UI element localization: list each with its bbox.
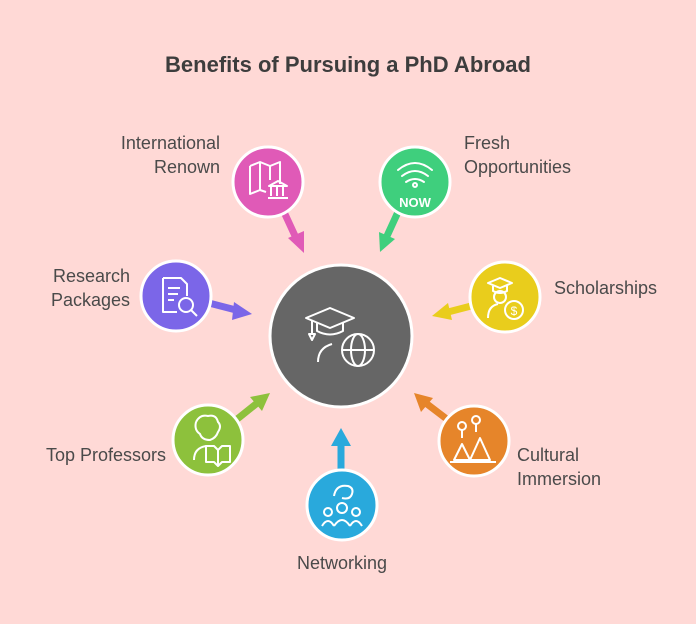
arrows: [201, 208, 479, 474]
arrow-scholarships: [432, 301, 479, 320]
professor-book-icon: [193, 414, 231, 467]
landscape-icon: [450, 415, 496, 463]
people-network-icon: [321, 484, 363, 527]
document-search-icon: [162, 277, 198, 317]
label-cultural-immersion: Cultural Immersion: [517, 445, 602, 489]
node-international-renown: [231, 145, 305, 219]
graduate-globe-icon: [305, 307, 375, 367]
label-top-professors: Top Professors: [45, 445, 166, 465]
arrow-networking: [331, 428, 351, 474]
label-international-renown: International Renown: [120, 133, 220, 177]
label-research-packages: Research Packages: [50, 266, 130, 310]
node-fresh-opportunities: NOW: [378, 145, 452, 219]
svg-text:$: $: [511, 304, 518, 318]
label-networking: Networking: [296, 553, 388, 573]
arrow-top-professors: [232, 393, 270, 424]
arrow-international-renown: [280, 208, 304, 253]
now-badge-icon: [397, 162, 433, 188]
node-top-professors: [171, 403, 245, 477]
now-badge-text: NOW: [399, 195, 432, 210]
node-cultural-immersion: [437, 404, 511, 478]
node-scholarships: $: [468, 260, 542, 334]
label-scholarships: Scholarships: [554, 278, 658, 298]
arrow-fresh-opportunities: [379, 208, 402, 252]
graduate-coin-icon: $: [487, 277, 524, 320]
node-research-packages: [139, 259, 213, 333]
center-node: [268, 263, 414, 409]
node-networking: [305, 468, 379, 542]
diagram-title: Benefits of Pursuing a PhD Abroad: [165, 52, 531, 77]
map-building-icon: [249, 161, 288, 199]
label-fresh-opportunities: Fresh Opportunities: [464, 133, 572, 177]
arrow-cultural-immersion: [414, 393, 452, 424]
arrow-research-packages: [201, 298, 252, 320]
